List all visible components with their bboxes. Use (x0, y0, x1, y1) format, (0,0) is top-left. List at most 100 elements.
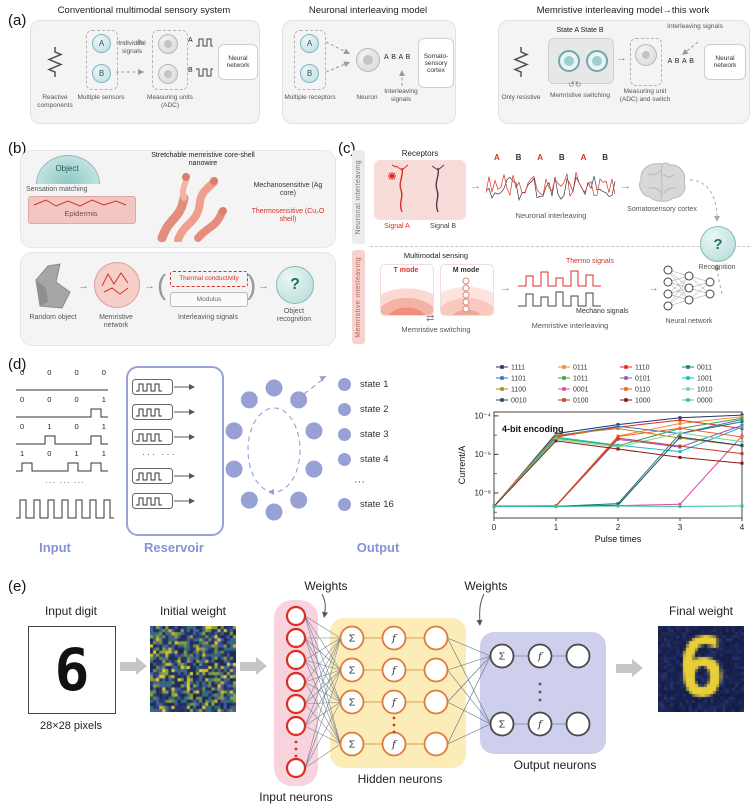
memristive-mesh-icon (101, 272, 129, 295)
d-input-label: Input (39, 540, 71, 555)
measuring-unit-icon (635, 44, 657, 66)
c-nn-label: Neural network (665, 318, 713, 325)
state-item: state 3 (338, 422, 430, 447)
interleaved-wave-icon (486, 172, 616, 202)
memristor-row (132, 374, 216, 399)
d-reservoir-label: Reservoir (144, 540, 204, 555)
state-item: ··· (354, 476, 365, 488)
legend-item: 1110 (635, 365, 650, 372)
random-object-icon (35, 263, 71, 309)
e-initial-weight-label: Initial weight (159, 604, 227, 618)
state-item: state 4 (338, 447, 430, 472)
a-box2-cap-receptors: Multiple receptors (284, 94, 336, 101)
panel-e-label: (e) (8, 578, 27, 595)
legend-item: 0000 (697, 398, 713, 405)
e-hidden-neurons-label: Hidden neurons (357, 772, 443, 786)
interleaved-letter: B (558, 153, 565, 162)
memristive-network-icon (94, 262, 140, 308)
resistor-icon (47, 47, 63, 77)
receptor-b-icon: B (300, 64, 319, 83)
panel-b-label: (b) (8, 140, 27, 157)
state-item: state 1 (338, 372, 430, 397)
a-box3-neural-network: Neural network (704, 44, 746, 80)
legend-item: 1010 (697, 387, 713, 394)
arrow-icon: → (144, 280, 155, 292)
mechano-signal-icon (518, 291, 601, 307)
sum-neuron (339, 657, 365, 683)
out-neuron (423, 731, 449, 757)
activation-neuron (381, 689, 407, 715)
activation-neuron (527, 711, 553, 737)
arrow-right-icon (120, 657, 147, 675)
e-weights-right-label: Weights (464, 579, 508, 593)
a-box1-cap-adc: Measuring units (ADC) (147, 94, 193, 109)
a-box1-sensors-group (86, 30, 118, 90)
bead-chain-icon (462, 277, 470, 313)
legend-item: 0101 (635, 376, 651, 383)
a-box2-receptors-group (294, 30, 326, 90)
input-digit-image: 6 (28, 626, 116, 714)
arrow-right-icon (616, 659, 643, 677)
b-thermal-box: Thermal conductivity (170, 271, 248, 287)
interleaved-letter: B (515, 153, 522, 162)
b-sensation-label: Sensation matching (26, 186, 88, 193)
sensor-b-icon: B (92, 64, 111, 83)
b-modulus-box: Modulus (170, 292, 248, 307)
c-mechano-signals-label: Mechano signals (576, 308, 629, 315)
memristor-row (132, 424, 216, 449)
legend-item: 0111 (573, 365, 588, 372)
reservoir-ring-icon (225, 375, 327, 521)
c-side-top-label: Neuronal interleaving (355, 159, 362, 235)
a-box1-adc-group (152, 30, 188, 90)
input-neuron (285, 715, 307, 737)
arrow-icon: → (648, 282, 659, 294)
arrow-icon: → (78, 280, 89, 292)
sum-neuron (339, 689, 365, 715)
arrow-down-icon (681, 41, 699, 56)
out-neuron (423, 689, 449, 715)
sensor-a-icon: A (92, 34, 111, 53)
cycle-arrows-icon: ↺↻ (568, 80, 582, 89)
c-divider (370, 246, 750, 247)
legend-item: 0011 (697, 365, 712, 372)
svg-text:Σ: Σ (349, 697, 356, 709)
c-multimodal-label: Multimodal sensing (403, 251, 469, 260)
svg-text:1: 1 (554, 523, 559, 532)
receptor-a-icon: A (300, 34, 319, 53)
a-box3-cap-measuring: Measuring unit (ADC) and switch (619, 88, 671, 103)
state-a-icon (558, 50, 580, 72)
arrow-icon: → (470, 180, 481, 192)
a-box2-cap-interleaving: Interleaving signals (384, 88, 418, 103)
state-bullet-icon (338, 428, 351, 441)
a-box1-cap-reactive: Reactive components (37, 94, 73, 109)
c-thermo-signals-label: Thermo signals (566, 258, 614, 265)
b-object-label: Object (55, 164, 79, 173)
measuring-unit-icon (158, 34, 178, 54)
panel-d-label: (d) (8, 356, 27, 373)
panel-a-label: (a) (8, 12, 27, 29)
nanowire-icon (157, 173, 227, 242)
question-circle-icon: ? (276, 266, 314, 304)
c-side-bottom-label: Memristive interleaving (355, 256, 362, 338)
thermo-signal-icon (518, 270, 601, 287)
initial-weight-image (150, 626, 236, 712)
b-nanowire-caption: Stretchable memristive core-shell nanowi… (151, 152, 255, 168)
activation-neuron (381, 625, 407, 651)
svg-text:f: f (537, 719, 544, 731)
a-box3-cap-switching: Memristive switching (550, 92, 610, 99)
dashed-arrows-icon (326, 41, 351, 73)
reservoir-rows: ··· ··· (132, 374, 216, 513)
a-box3-title: Memristive interleaving model→this work (536, 5, 710, 16)
a-box3-interleaving-signals: Interleaving signals (667, 23, 723, 30)
interleaved-letter: A (537, 153, 544, 162)
a-box1-neural-network: Neural network (218, 44, 258, 80)
svg-text:Σ: Σ (349, 739, 356, 751)
sum-neuron (489, 711, 515, 737)
